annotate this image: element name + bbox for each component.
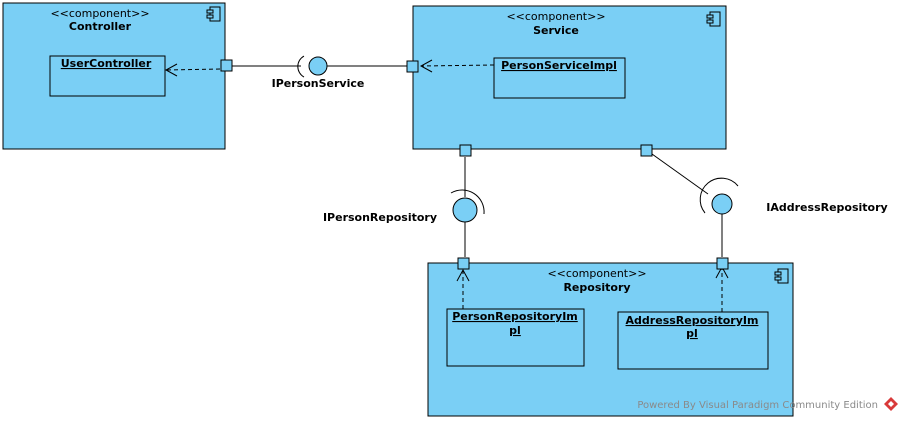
person-repository-impl-class[interactable]: PersonRepositoryIm pl [446, 308, 585, 367]
person-repository-impl-label-1: PersonRepositoryIm [452, 310, 578, 323]
address-repository-impl-label-1: AddressRepositoryIm [626, 314, 759, 327]
socket-iaddress-repository [699, 177, 739, 214]
controller-stereotype: <<component>> [50, 7, 149, 20]
dependency-arrowhead [456, 268, 470, 282]
iperson-repository-label: IPersonRepository [323, 211, 437, 224]
service-port-bottom-right[interactable] [640, 144, 653, 157]
lollipop-iperson-repository[interactable] [452, 197, 478, 223]
service-name: Service [533, 24, 579, 37]
address-repository-impl-class[interactable]: AddressRepositoryIm pl [617, 311, 769, 370]
dependency-line [420, 64, 495, 67]
user-controller-class[interactable]: UserController [49, 55, 166, 97]
person-repository-impl-label-2: pl [509, 324, 521, 337]
person-service-impl-label: PersonServiceImpl [501, 59, 617, 72]
repository-port-right[interactable] [716, 257, 729, 270]
dependency-arrowhead [164, 63, 178, 77]
iperson-service-label: IPersonService [272, 77, 365, 90]
dependency-line [165, 68, 221, 71]
iaddress-repository-label: IAddressRepository [766, 201, 887, 214]
address-repository-impl-label-2: pl [686, 327, 698, 340]
repository-stereotype: <<component>> [547, 267, 646, 280]
service-port-left[interactable] [406, 60, 419, 73]
visual-paradigm-logo-icon [884, 397, 898, 411]
service-stereotype: <<component>> [506, 10, 605, 23]
repository-port-left[interactable] [457, 257, 470, 270]
person-service-impl-class[interactable]: PersonServiceImpl [493, 57, 626, 99]
lollipop-iperson-service[interactable] [308, 56, 328, 76]
service-port-bottom-left[interactable] [459, 144, 472, 157]
user-controller-label: UserController [61, 57, 152, 70]
controller-component[interactable]: <<component>> Controller [2, 2, 226, 150]
socket-iperson-service [297, 55, 305, 78]
watermark-text: Powered By Visual Paradigm Community Edi… [637, 400, 878, 411]
controller-port[interactable] [220, 59, 233, 72]
lollipop-iaddress-repository[interactable] [711, 193, 733, 215]
repository-name: Repository [563, 281, 630, 294]
controller-name: Controller [69, 20, 132, 33]
socket-iperson-repository [450, 189, 485, 215]
connector-line [651, 153, 709, 195]
dependency-arrowhead [419, 59, 433, 73]
